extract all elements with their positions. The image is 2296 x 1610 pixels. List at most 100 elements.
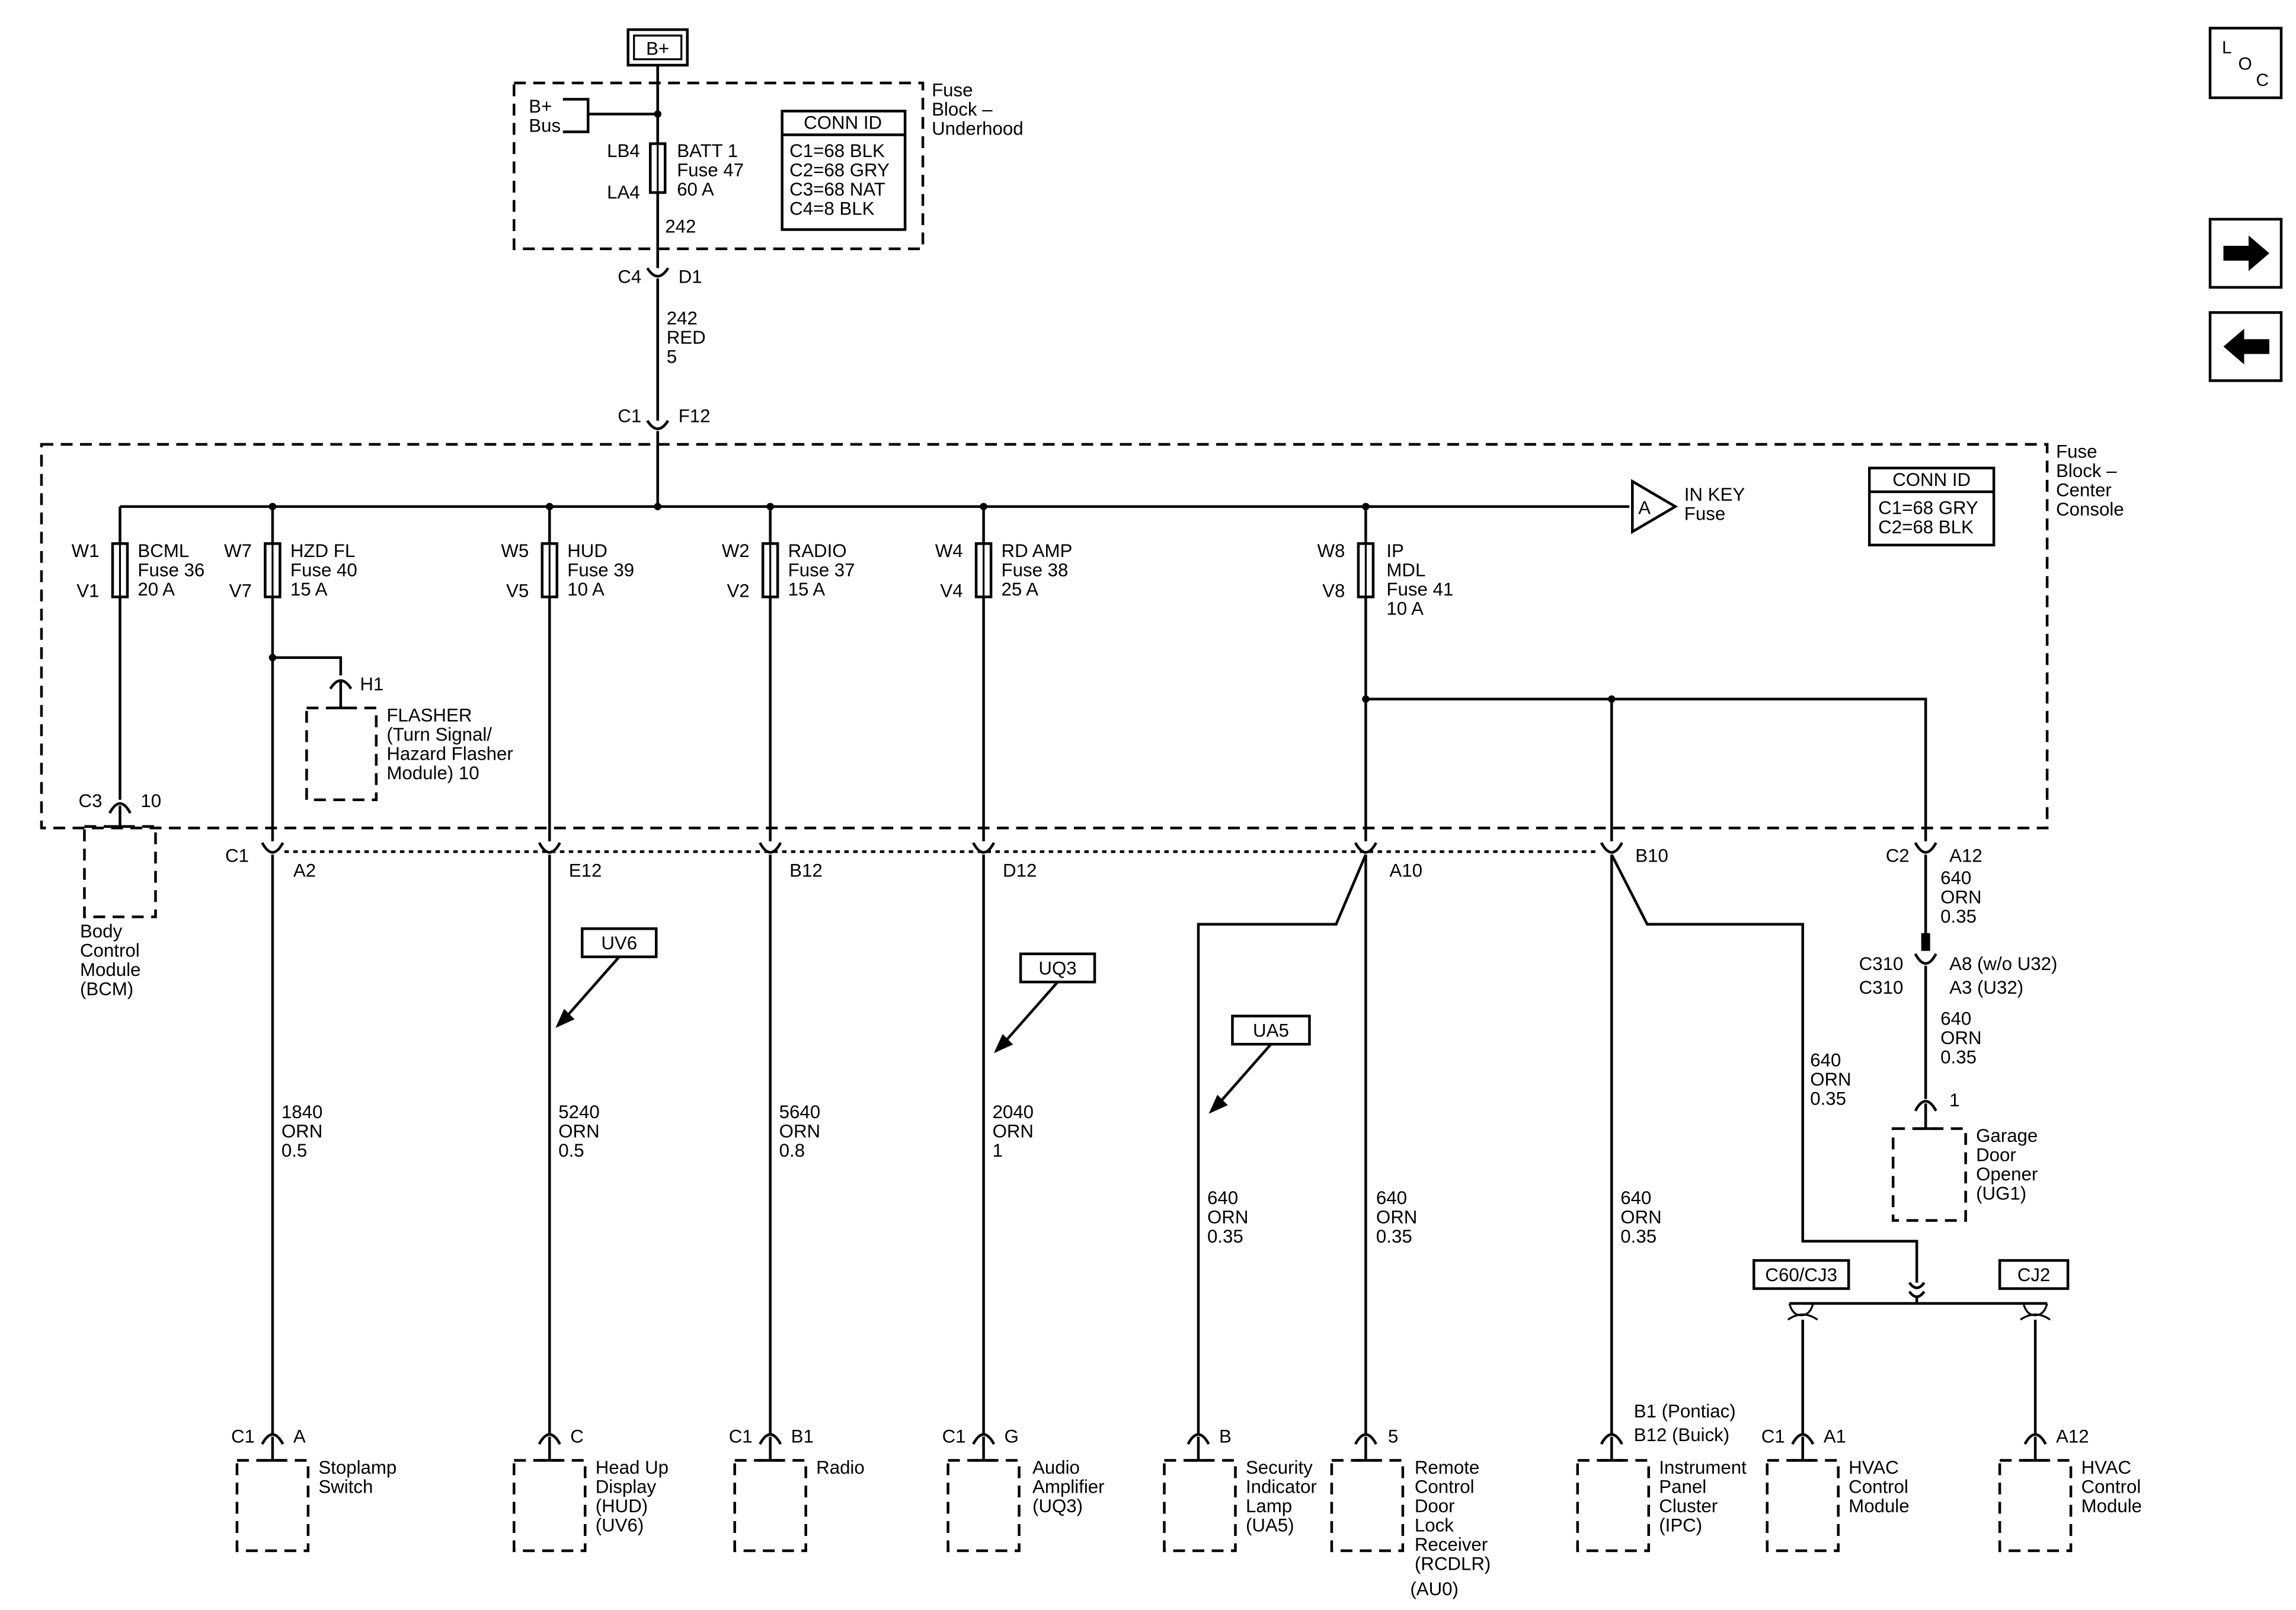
bus-label: B+ Bus <box>529 96 561 136</box>
fuse-amp-bottom: V4 <box>940 580 962 601</box>
option-tag-ua5: UA5 <box>1253 1020 1289 1041</box>
battery-source-label: B+ <box>646 38 669 59</box>
flasher-module: H1 FLASHER (Turn Signal/ Hazard Flasher … <box>305 674 518 802</box>
hvac1-pin: A1 <box>1824 1426 1846 1447</box>
locator-icon[interactable]: L O C <box>2208 27 2283 100</box>
stop-pin: A <box>293 1426 306 1447</box>
fuse-ip-mdl: W8 V8 IP MDL Fuse 41 10 A <box>1318 506 1927 841</box>
ipc-pin-pontiac: B1 (Pontiac) <box>1634 1401 1736 1422</box>
body-control-module: C3 10 Body Control Module (BCM) <box>79 790 162 999</box>
inline-conn-b: C310 <box>1859 977 1904 998</box>
inline-pin-a: A8 (w/o U32) <box>1949 953 2057 974</box>
wire-audio-amp: 2040 ORN 1 UQ3 <box>982 854 1096 1434</box>
underhood-circuit: 242 <box>665 216 696 236</box>
inline-pin-b: A3 (U32) <box>1949 977 2023 998</box>
wire-hvac-label: 640 ORN 0.35 <box>1810 1050 1856 1109</box>
wire-ipc-label: 640 ORN 0.35 <box>1620 1188 1667 1247</box>
bcm-pin-label: 10 <box>140 790 161 811</box>
wire-hud-label: 5240 ORN 0.5 <box>558 1102 605 1161</box>
radio: C1 B1 Radio <box>729 1426 865 1553</box>
console-conn-title: CONN ID <box>1892 469 1971 490</box>
stop-conn: C1 <box>231 1426 255 1447</box>
fuse-amp-top: W4 <box>935 540 963 561</box>
underhood-conn-table: CONN ID C1=68 BLK C2=68 GRY C3=68 NAT C4… <box>781 110 907 231</box>
fuse-bcml: W1 V1 BCML Fuse 36 20 A <box>72 506 204 800</box>
offpage-label: IN KEY Fuse <box>1684 484 1750 524</box>
wire-amp-label: 2040 ORN 1 <box>993 1102 1039 1161</box>
fuse-batt1-label: BATT 1 Fuse 47 60 A <box>677 140 749 200</box>
sec-label: Security Indicator Lamp (UA5) <box>1246 1457 1322 1535</box>
rcdlr-label: Remote Control Door Lock Receiver (RCDLR… <box>1410 1457 1496 1599</box>
option-tag-cj2: CJ2 <box>2017 1265 2051 1285</box>
fuse-hud-label: HUD Fuse 39 10 A <box>567 540 639 600</box>
ipc-label: Instrument Panel Cluster (IPC) <box>1659 1457 1751 1535</box>
instrument-panel-cluster: B1 (Pontiac) B12 (Buick) Instrument Pane… <box>1576 1401 1751 1553</box>
hvac2-label: HVAC Control Module <box>2081 1457 2146 1516</box>
battery-source: B+ <box>626 28 689 67</box>
console-conn-rows: C1=68 GRY C2=68 BLK <box>1878 497 1983 537</box>
amp-pin: G <box>1005 1426 1019 1447</box>
option-tag-c60-cj3: C60/CJ3 <box>1765 1265 1837 1285</box>
wire-garage-door: 640 ORN 0.35 C310 A8 (w/o U32) C310 A3 (… <box>1859 854 2057 1099</box>
fuse-bcml-bottom: V1 <box>76 580 99 601</box>
console-fuse-block: Fuse Block – Center Console CONN ID C1=6… <box>40 441 2124 866</box>
gdo-pin: 1 <box>1949 1090 1959 1110</box>
fuse-ip-bottom: V8 <box>1322 580 1345 601</box>
wire-stoplamp-label: 1840 ORN 0.5 <box>282 1102 328 1161</box>
rcdlr-pin: 5 <box>1388 1426 1398 1447</box>
fuse-batt1-top-cavity: LB4 <box>607 140 640 161</box>
hvac1-conn: C1 <box>1761 1426 1785 1447</box>
wire-sec-label: 640 ORN 0.35 <box>1207 1188 1253 1247</box>
security-indicator-lamp: B Security Indicator Lamp (UA5) <box>1163 1426 1322 1553</box>
svg-text:C: C <box>2256 71 2269 90</box>
pin-b12: B12 <box>789 860 823 881</box>
offpage-letter: A <box>1638 497 1651 518</box>
fuse-ip-label: IP MDL Fuse 41 10 A <box>1386 540 1459 619</box>
head-up-display: C Head Up Display (HUD) (UV6) <box>513 1426 674 1553</box>
radio-label: Radio <box>816 1457 865 1478</box>
wire-ipc-split: 640 ORN 0.35 640 ORN 0.35 C60/CJ3 CJ2 <box>1610 854 2070 1434</box>
fuse-radio-label: RADIO Fuse 37 15 A <box>788 540 861 600</box>
bcm-conn-label: C3 <box>79 790 103 811</box>
hud-label: Head Up Display (HUD) (UV6) <box>596 1457 674 1535</box>
connector-f12-label: F12 <box>679 405 711 426</box>
console-conn-table: CONN ID C1=68 GRY C2=68 BLK <box>1868 466 1996 547</box>
fuse-ip-top: W8 <box>1318 540 1345 561</box>
fuse-radio: W2 V2 RADIO Fuse 37 15 A <box>722 506 861 841</box>
underhood-block-label: Fuse Block – Underhood <box>932 79 1024 139</box>
inline-conn-a: C310 <box>1859 953 1904 974</box>
fuse-radio-top: W2 <box>722 540 750 561</box>
fuse-hzd-bottom: V7 <box>229 580 252 601</box>
underhood-conn-title: CONN ID <box>804 112 882 133</box>
hvac1-label: HVAC Control Module <box>1849 1457 1913 1516</box>
pin-d12: D12 <box>1003 860 1037 881</box>
stoplamp-switch: C1 A Stoplamp Switch <box>231 1426 402 1553</box>
previous-page-button[interactable] <box>2208 311 2283 382</box>
wire-stoplamp: 1840 ORN 0.5 <box>271 854 328 1434</box>
pin-a10: A10 <box>1389 860 1422 881</box>
sec-pin: B <box>1219 1426 1232 1447</box>
hud-pin: C <box>570 1426 584 1447</box>
console-block-label: Fuse Block – Center Console <box>2056 441 2124 519</box>
fuse-hud: W5 V5 HUD Fuse 39 10 A <box>501 506 639 841</box>
flasher-label: FLASHER (Turn Signal/ Hazard Flasher Mod… <box>386 705 518 783</box>
hvac-control-module-1: C1 A1 HVAC Control Module <box>1761 1426 1913 1553</box>
arrow-right-icon <box>2223 235 2270 271</box>
ipc-pin-buick: B12 (Buick) <box>1634 1425 1729 1445</box>
offpage-in-key-fuse: A IN KEY Fuse <box>1631 479 1750 534</box>
underhood-conn-rows: C1=68 BLK C2=68 GRY C3=68 NAT C4=8 BLK <box>789 140 894 219</box>
amp-label: Audio Amplifier (UQ3) <box>1032 1457 1109 1516</box>
stop-label: Stoplamp Switch <box>318 1457 402 1497</box>
radio-pin: B1 <box>791 1426 814 1447</box>
fuse-hud-top: W5 <box>501 540 529 561</box>
flasher-pin: H1 <box>360 674 383 694</box>
connector-c1-label: C1 <box>618 405 641 426</box>
wire-242-label: 242 RED 5 <box>667 308 711 367</box>
wire-security-split: 640 ORN 0.35 640 ORN 0.35 UA5 <box>1197 854 1417 1434</box>
connector-d1-label: D1 <box>679 266 702 287</box>
option-tag-uv6: UV6 <box>601 933 637 953</box>
next-page-button[interactable] <box>2208 217 2283 289</box>
hvac-control-module-2: A12 HVAC Control Module <box>1998 1426 2146 1553</box>
arrow-left-icon <box>2223 328 2270 364</box>
wire-gdo-lower-label: 640 ORN 0.35 <box>1940 1009 1987 1068</box>
